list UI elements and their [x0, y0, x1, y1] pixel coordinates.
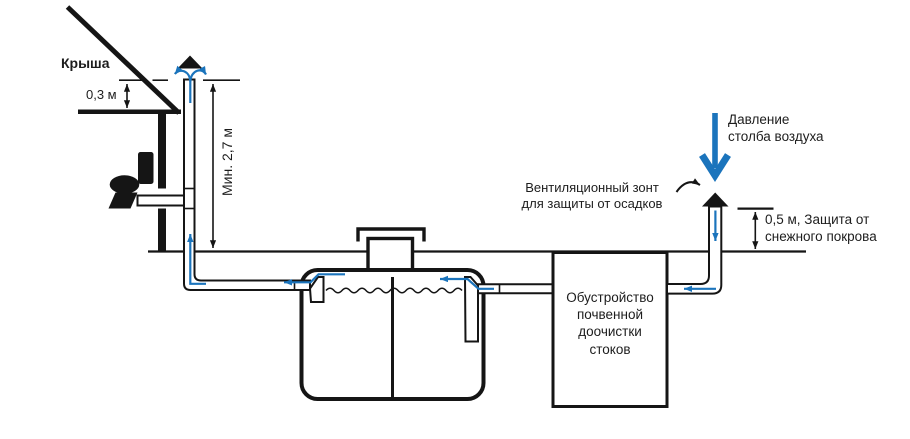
tank-lid [356, 227, 426, 242]
snow-clearance-label: 0,5 м, Защита от снежного покрова [765, 212, 877, 245]
soil-treatment-label-line3: доочистки [578, 324, 642, 340]
toilet-branch-pipe [136, 194, 186, 207]
tank-riser [366, 236, 415, 273]
toilet-base [108, 192, 138, 209]
roof-line [65, 5, 181, 115]
air-pressure-label-line2: столба воздуха [728, 128, 824, 144]
air-pressure-label-line1: Давление [728, 112, 790, 127]
vent-cap-ground-icon [702, 192, 729, 207]
air-pressure-label: Давление столба воздуха [728, 112, 824, 145]
toilet-bowl [109, 175, 140, 194]
vent-cap-label: Вентиляционный зонт для защиты от осадко… [516, 180, 668, 212]
soil-stack-pipe [183, 78, 311, 291]
toilet-icon [108, 152, 154, 209]
airflow-arrows [173, 65, 719, 293]
stack-min-height-label: Мин. 2,7 м [218, 128, 235, 196]
airflow-exit-right-curl-arrow [189, 65, 207, 82]
soil-treatment-box [551, 251, 669, 408]
toilet-tank [138, 152, 154, 184]
vent-cap-label-line2: для защиты от осадков [521, 196, 663, 211]
inlet-baffle [463, 276, 479, 343]
vent-cap-label-line1: Вентиляционный зонт [525, 180, 659, 195]
airflow-up-stack-arrow [187, 234, 206, 285]
soil-treatment-label-line1: Обустройство [566, 290, 654, 305]
soil-treatment-label-line4: стоков [589, 341, 631, 357]
vent-cap-roof-icon [177, 55, 203, 69]
soil-treatment-label-line2: почвенной [576, 307, 644, 323]
water-line [325, 287, 463, 294]
roof-label: Крыша [61, 55, 110, 71]
roof-clearance-label: 0,3 м [86, 87, 117, 102]
air-pressure-arrow-icon [699, 113, 731, 183]
snow-clearance-label-line2: снежного покрова [765, 228, 877, 244]
vent-pipe-ground [666, 205, 723, 295]
annotation-arrow [675, 178, 701, 193]
snow-clearance-label-line1: 0,5 м, Защита от [765, 212, 870, 227]
soil-treatment-label: Обустройство почвенной доочистки стоков [553, 289, 667, 358]
airflow-into-tank-arrow [440, 275, 494, 290]
outlet-baffle [308, 276, 325, 303]
airflow-out-of-tank-arrow [284, 273, 345, 286]
